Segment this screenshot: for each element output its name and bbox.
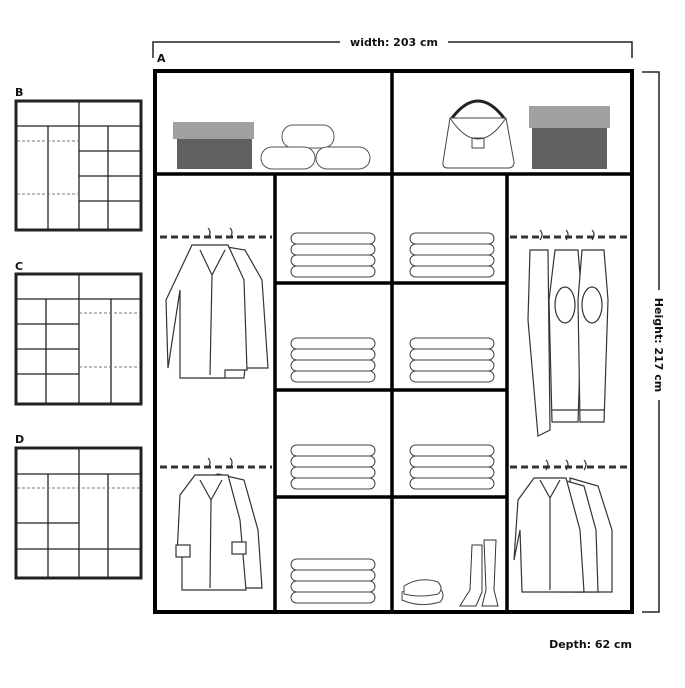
variant-b-diagram xyxy=(14,99,143,232)
coats-icon xyxy=(165,227,269,379)
folded-item xyxy=(290,591,376,604)
sweaters-icon xyxy=(527,229,609,437)
hanging-rails xyxy=(160,235,628,469)
width-dimension xyxy=(152,41,633,58)
folded-item xyxy=(290,348,376,361)
variant-c-diagram xyxy=(14,272,143,406)
folded-item xyxy=(290,477,376,490)
folded-item xyxy=(409,444,495,457)
folded-stack-icon xyxy=(290,232,376,278)
rolled-towels-icon xyxy=(260,124,371,170)
coats-icon xyxy=(175,457,263,591)
variant-d-diagram xyxy=(14,446,143,580)
folded-item xyxy=(290,455,376,468)
height-dimension xyxy=(642,71,660,613)
shirts-icon xyxy=(513,459,613,593)
folded-item xyxy=(290,359,376,372)
boots-icon xyxy=(459,539,499,607)
folded-item xyxy=(409,466,495,479)
cushion-icon xyxy=(401,579,444,606)
folded-item xyxy=(409,337,495,350)
folded-item xyxy=(409,243,495,256)
folded-item xyxy=(290,232,376,245)
handbag-icon xyxy=(442,99,515,169)
folded-item xyxy=(409,232,495,245)
wardrobe-a xyxy=(153,69,634,614)
folded-item xyxy=(290,466,376,479)
folded-stack-icon xyxy=(409,337,495,383)
folded-clothes xyxy=(290,232,495,604)
folded-item xyxy=(409,254,495,267)
folded-item xyxy=(290,265,376,278)
width-label: width: 203 cm xyxy=(350,36,438,49)
folded-item xyxy=(290,254,376,267)
folded-stack-icon xyxy=(290,444,376,490)
folded-item xyxy=(409,348,495,361)
folded-stack-icon xyxy=(290,337,376,383)
folded-item xyxy=(409,455,495,468)
folded-item xyxy=(409,359,495,372)
folded-item xyxy=(290,243,376,256)
variant-a-label: A xyxy=(157,52,166,65)
variant-c-label: C xyxy=(15,260,23,273)
storage-box-icon xyxy=(173,122,254,169)
folded-item xyxy=(290,558,376,571)
folded-item xyxy=(290,580,376,593)
folded-item xyxy=(409,265,495,278)
folded-item xyxy=(290,337,376,350)
folded-stack-icon xyxy=(409,444,495,490)
variant-d-label: D xyxy=(15,433,24,446)
folded-item xyxy=(290,370,376,383)
depth-label: Depth: 62 cm xyxy=(549,638,632,651)
folded-item xyxy=(290,569,376,582)
variant-b-label: B xyxy=(15,86,23,99)
folded-stack-icon xyxy=(290,558,376,604)
folded-item xyxy=(409,370,495,383)
folded-stack-icon xyxy=(409,232,495,278)
storage-box-icon xyxy=(529,106,610,169)
folded-item xyxy=(409,477,495,490)
height-label: Height: 217 cm xyxy=(652,298,665,392)
folded-item xyxy=(290,444,376,457)
